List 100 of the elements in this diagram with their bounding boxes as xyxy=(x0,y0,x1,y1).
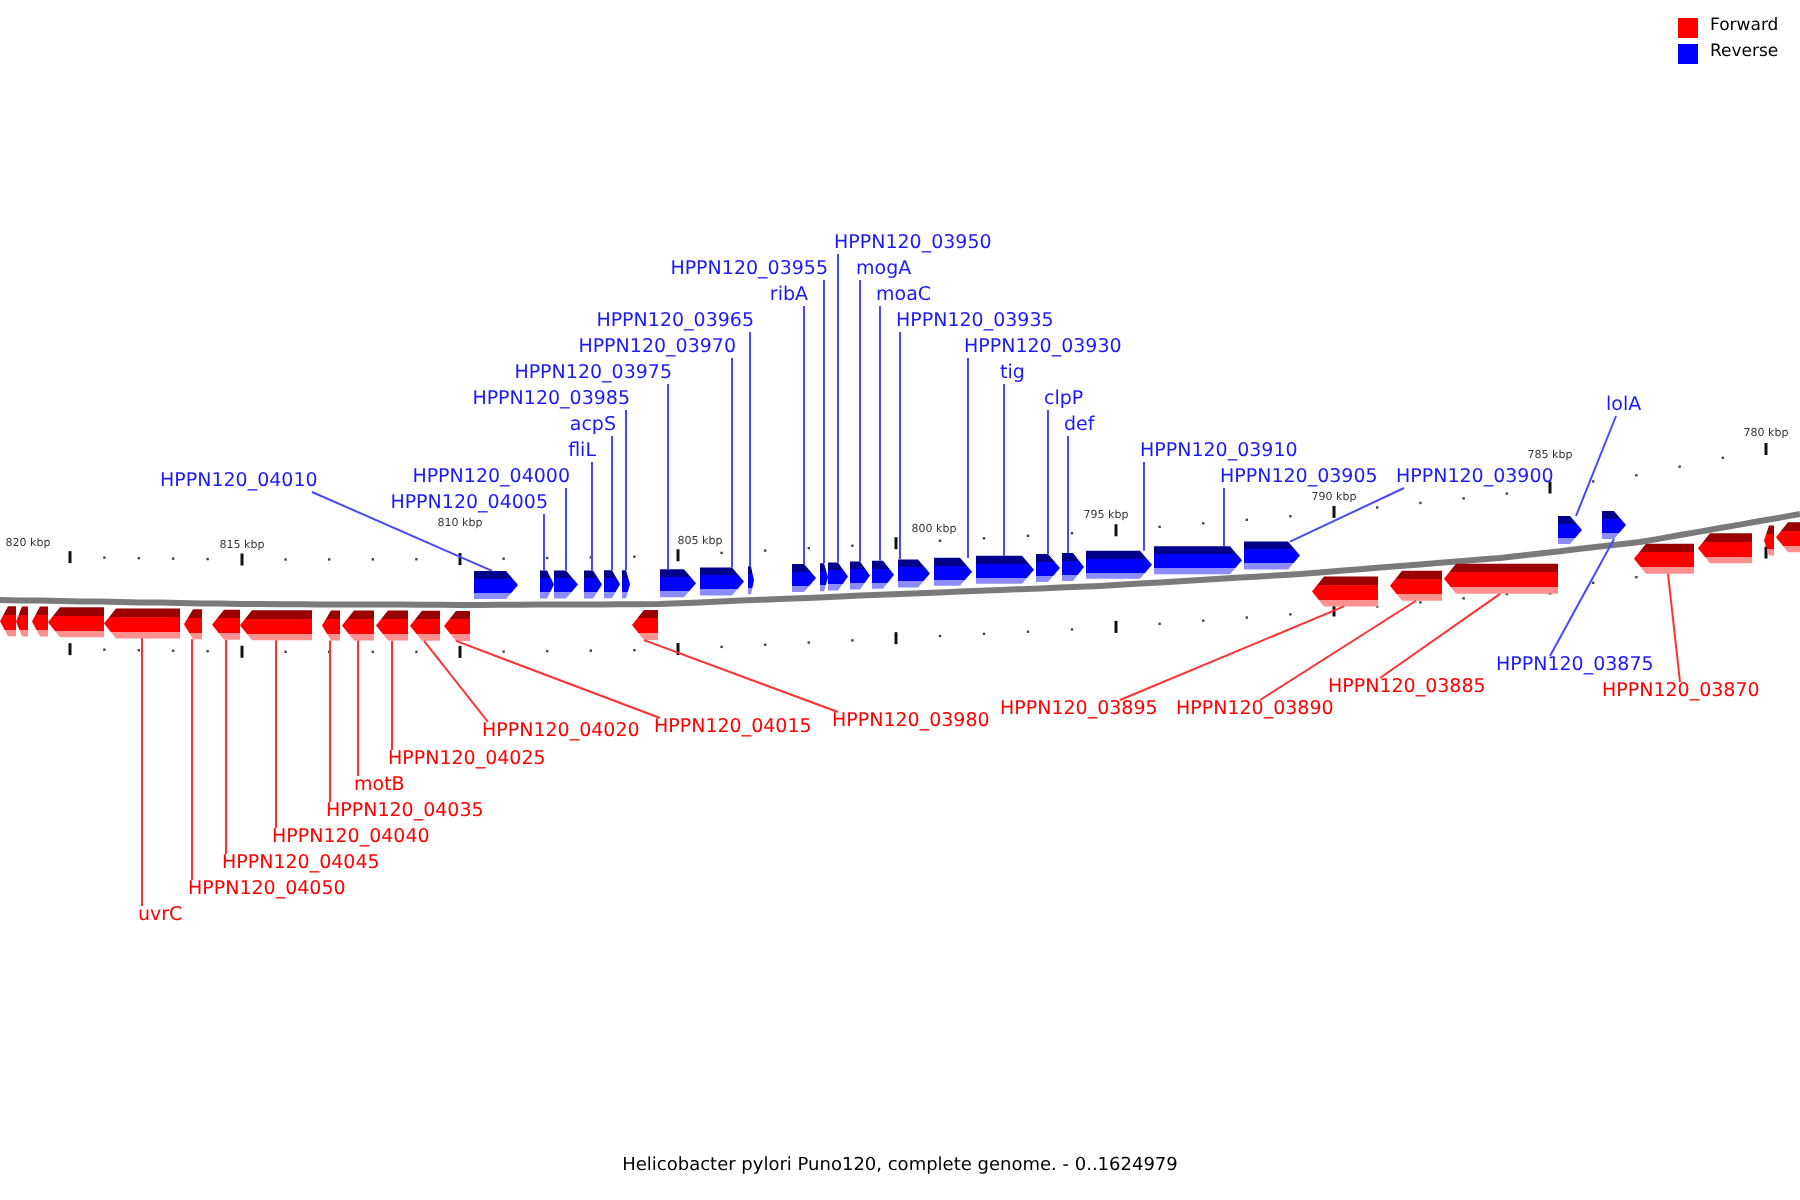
legend-label: Forward xyxy=(1710,16,1779,38)
gene-label: HPPN120_03895 xyxy=(1000,700,1158,720)
gene-block xyxy=(16,606,28,637)
gene-block xyxy=(342,610,374,641)
leader-line xyxy=(967,357,969,559)
gene-block xyxy=(540,570,554,599)
gene-label: lolA xyxy=(1606,396,1642,416)
gene-block xyxy=(872,560,894,589)
gene-label: fliL xyxy=(568,442,596,462)
gene-label: HPPN120_03905 xyxy=(1220,468,1378,488)
gene-label: HPPN120_03985 xyxy=(472,390,630,410)
gene-label: HPPN120_03975 xyxy=(514,364,672,384)
gene-label: HPPN120_03930 xyxy=(964,338,1122,358)
leader-line xyxy=(1143,461,1145,552)
leader-line xyxy=(1067,435,1069,555)
gene-label: HPPN120_04020 xyxy=(482,722,640,742)
leader-line xyxy=(625,409,627,572)
gene-label: HPPN120_04035 xyxy=(326,802,484,822)
leader-line xyxy=(823,279,825,565)
gene-block xyxy=(1602,511,1626,539)
gene-label: HPPN120_04045 xyxy=(222,854,380,874)
gene-block xyxy=(828,562,848,591)
leader-line xyxy=(879,305,881,562)
leader-line xyxy=(1289,487,1405,543)
gene-block xyxy=(1244,541,1300,570)
leader-line xyxy=(611,435,613,572)
leader-line xyxy=(1549,537,1615,657)
gene-block xyxy=(584,570,602,599)
gene-block xyxy=(898,559,930,588)
gene-block xyxy=(184,609,202,640)
gene-label: ribA xyxy=(769,286,808,306)
caption: Helicobacter pylori Puno120, complete genome. - 0..1624979 xyxy=(622,1156,1178,1178)
gene-block xyxy=(1390,570,1442,601)
gene-block xyxy=(700,567,744,596)
gene-label: HPPN120_03875 xyxy=(1496,656,1654,676)
leader-line xyxy=(837,253,839,564)
leader-line xyxy=(565,487,567,572)
gene-label: clpP xyxy=(1044,390,1084,410)
leader-line xyxy=(543,513,545,572)
legend-label: Reverse xyxy=(1710,42,1779,64)
leader-line xyxy=(899,331,901,561)
gene-label: HPPN120_03970 xyxy=(578,338,736,358)
leader-line xyxy=(1003,383,1005,557)
leader-line xyxy=(275,639,277,829)
gene-label: HPPN120_03935 xyxy=(896,312,1054,332)
gene-block xyxy=(660,569,696,598)
gene-block xyxy=(1558,516,1582,544)
gene-label: HPPN120_04050 xyxy=(188,880,346,900)
leader-line xyxy=(1575,415,1617,517)
leader-line xyxy=(329,639,331,803)
gene-block xyxy=(376,610,408,641)
gene-label: HPPN120_03870 xyxy=(1602,682,1760,702)
gene-label: HPPN120_03980 xyxy=(832,712,990,732)
gene-block xyxy=(792,564,816,592)
gene-block xyxy=(410,610,440,641)
gene-label: moaC xyxy=(876,286,932,306)
gene-block xyxy=(1312,576,1378,607)
leader-line xyxy=(357,639,359,777)
gene-block xyxy=(554,570,578,599)
leader-line xyxy=(749,331,751,568)
gene-label: HPPN120_04005 xyxy=(390,494,548,514)
leader-line xyxy=(1047,409,1049,556)
gene-label: def xyxy=(1064,416,1095,436)
leader-line xyxy=(141,637,143,907)
gene-label: motB xyxy=(354,776,405,796)
gene-label: HPPN120_03910 xyxy=(1140,442,1298,462)
gene-block xyxy=(322,610,340,641)
leader-line xyxy=(859,279,861,563)
leader-line xyxy=(311,491,493,572)
leader-line xyxy=(643,639,839,713)
gene-label: HPPN120_04010 xyxy=(160,472,318,492)
gene-block xyxy=(632,610,658,640)
gene-label: HPPN120_04000 xyxy=(412,468,570,488)
leader-line xyxy=(1379,592,1501,679)
gene-label: acpS xyxy=(569,416,616,436)
gene-label: tig xyxy=(1000,364,1025,384)
gene-label: uvrC xyxy=(138,906,183,926)
leader-line xyxy=(1119,605,1345,701)
leader-line xyxy=(803,305,805,565)
gene-block xyxy=(934,557,972,586)
gene-block xyxy=(748,566,754,595)
leader-line xyxy=(391,639,393,751)
gene-block xyxy=(1698,533,1752,564)
gene-block xyxy=(850,561,870,590)
gene-label: HPPN120_03900 xyxy=(1396,468,1554,488)
gene-block xyxy=(1154,546,1242,575)
leader-line xyxy=(731,357,733,569)
gene-label: HPPN120_03885 xyxy=(1328,678,1486,698)
leader-line xyxy=(455,639,661,719)
gene-label: HPPN120_03955 xyxy=(670,260,828,280)
leader-line xyxy=(591,461,593,572)
gene-block xyxy=(104,608,180,639)
gene-label: mogA xyxy=(856,260,912,280)
gene-block xyxy=(474,571,518,599)
gene-label: HPPN120_03950 xyxy=(834,234,992,254)
leader-line xyxy=(1259,599,1417,701)
leader-line xyxy=(667,383,669,571)
gene-label: HPPN120_04025 xyxy=(388,750,546,770)
leader-line xyxy=(1223,487,1225,548)
leader-line xyxy=(1667,572,1681,683)
